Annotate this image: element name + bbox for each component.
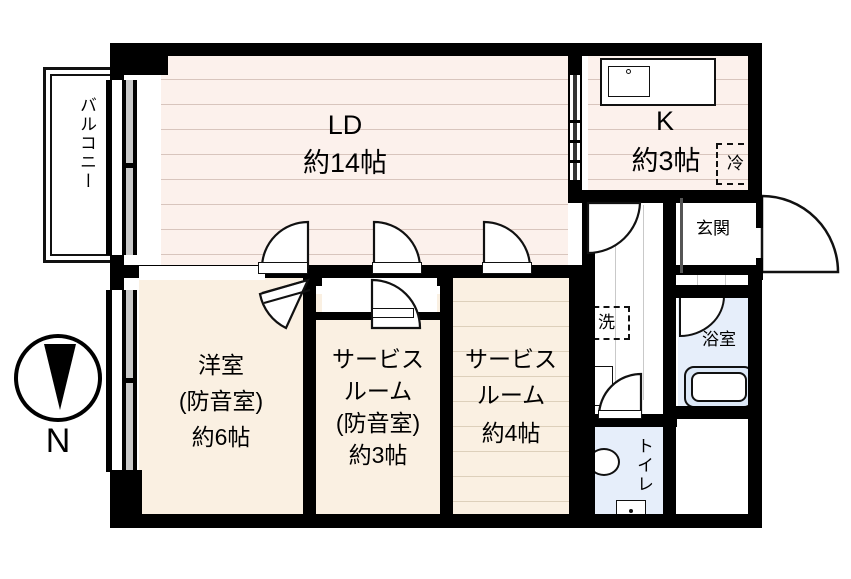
- sash-meeting-rail-upper: [122, 163, 137, 168]
- door-swing-service3-closet: [370, 278, 422, 330]
- wall-entrance-bottom: [663, 265, 762, 275]
- service-room-3-line2: ルーム: [343, 378, 413, 404]
- wall-wash-notch: [582, 348, 595, 360]
- bathroom-label: 浴室: [702, 330, 736, 349]
- sash-line-outer-upper: [106, 80, 111, 255]
- toilet-sink-drain-icon: [629, 509, 633, 513]
- wall-exterior-top: [110, 43, 761, 56]
- wall-entrance-top: [663, 190, 762, 200]
- ld-name: LD: [327, 110, 363, 140]
- door-swing-western-room: [258, 278, 311, 330]
- wall-corner-bottom-left: [110, 470, 142, 528]
- bathtub-inner: [691, 372, 747, 402]
- compass-rose: N: [14, 334, 104, 460]
- service-room-4-line2: ルーム: [476, 382, 546, 408]
- washing-machine-label: 洗: [598, 313, 615, 332]
- wall-service3-service4: [440, 265, 453, 528]
- wall-exterior-right-lower: [748, 272, 762, 528]
- kitchen-wall-tick-1: [569, 120, 581, 123]
- wall-bathroom-top: [663, 285, 762, 298]
- wall-bathroom-bottom: [663, 406, 762, 419]
- compass-circle: [14, 334, 102, 422]
- service-room-4-floor: [452, 277, 570, 514]
- entrance-door-swing: [760, 194, 840, 274]
- door-leaf-toilet: [598, 410, 642, 419]
- western-room-note: (防音室): [178, 388, 264, 414]
- wall-western-service3: [303, 265, 316, 528]
- service-room-3-note: (防音室): [335, 410, 421, 436]
- door-leaf-western-upper: [258, 262, 308, 274]
- kitchen-name: K: [655, 106, 674, 136]
- door-leaf-service4: [482, 262, 532, 274]
- wall-corridor-right-upper: [663, 195, 676, 285]
- service-room-4-line1: サービス: [465, 346, 557, 372]
- refrigerator-label: 冷: [727, 154, 744, 173]
- service-room-3-line1: サービス: [332, 346, 424, 372]
- toilet-label: トイレ: [634, 437, 653, 494]
- kitchen-opening-line: [573, 75, 577, 180]
- kitchen-size: 約3帖: [631, 146, 701, 176]
- wall-corner-top-left: [110, 43, 168, 75]
- entrance-step-line: [680, 198, 683, 273]
- entrance-door-leaf: [756, 196, 763, 228]
- door-swing-kitchen-corridor: [586, 201, 642, 255]
- sash-meeting-rail-lower: [122, 378, 137, 383]
- western-room-name: 洋室: [198, 352, 244, 378]
- sliding-door-opening-lower: [112, 290, 122, 472]
- compass-north-icon: [44, 344, 76, 410]
- kitchen-wall-tick-3: [569, 160, 581, 163]
- wall-exterior-bottom: [110, 514, 761, 528]
- service-room-4-size: 約4帖: [481, 420, 541, 446]
- entrance-label: 玄関: [696, 219, 730, 238]
- service-room-3-floor: [314, 294, 442, 514]
- wall-corridor-left: [582, 195, 595, 528]
- kitchen-wall-tick-2: [569, 140, 581, 143]
- balcony-inner-outline: [50, 74, 114, 256]
- door-leaf-service3-upper: [372, 262, 422, 274]
- sliding-door-opening-upper: [112, 80, 122, 255]
- ld-size: 約14帖: [302, 148, 388, 178]
- bathroom-door-swing: [679, 295, 726, 338]
- sash-line-outer: [106, 290, 111, 472]
- compass-label: N: [45, 422, 71, 460]
- entrance-floor: [672, 197, 754, 273]
- western-room-door-opening: [139, 266, 265, 280]
- wall-toilet-left: [569, 400, 583, 528]
- kitchen-faucet-icon: [626, 69, 631, 74]
- door-leaf-service3-closet: [372, 308, 414, 318]
- wall-exterior-right-upper: [748, 43, 762, 197]
- wall-toilet-top: [569, 414, 677, 427]
- service-room-3-size: 約3帖: [348, 442, 408, 468]
- western-room-size: 約6帖: [191, 424, 251, 450]
- balcony-label: バルコニー: [77, 96, 96, 191]
